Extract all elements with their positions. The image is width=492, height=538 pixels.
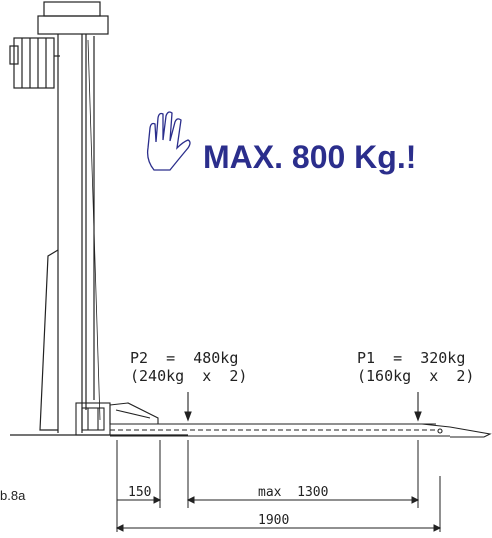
load-arrow-p2 [184, 392, 192, 422]
figure-label: b.8a [0, 488, 26, 503]
motor-junction-box [9, 45, 19, 65]
motor-housing [37, 15, 109, 35]
dim-offset-label: 150 [128, 485, 151, 500]
fork-tip-wheel [437, 428, 443, 434]
dim-total-label: 1900 [258, 513, 289, 528]
platform-fork [110, 423, 492, 438]
dim-span-label: max 1300 [258, 485, 328, 500]
motor-assembly [9, 1, 109, 89]
dimension-lines [115, 440, 442, 532]
load-p2-label: P2 = 480kg [130, 349, 238, 367]
load-p1-detail: (160kg x 2) [357, 367, 474, 385]
motor-body [13, 37, 55, 89]
carriage [75, 402, 159, 436]
motor-top-cap [43, 1, 101, 17]
load-arrow-p1 [414, 392, 422, 422]
load-p1-label: P1 = 320kg [357, 349, 465, 367]
column-base-plate [39, 249, 59, 431]
lift-column [39, 34, 101, 433]
raised-hand-icon [146, 111, 191, 171]
load-p2-detail: (240kg x 2) [130, 367, 247, 385]
max-load-warning: MAX. 800 Kg.! [203, 139, 416, 175]
warning-group: MAX. 800 Kg.! [146, 111, 416, 175]
